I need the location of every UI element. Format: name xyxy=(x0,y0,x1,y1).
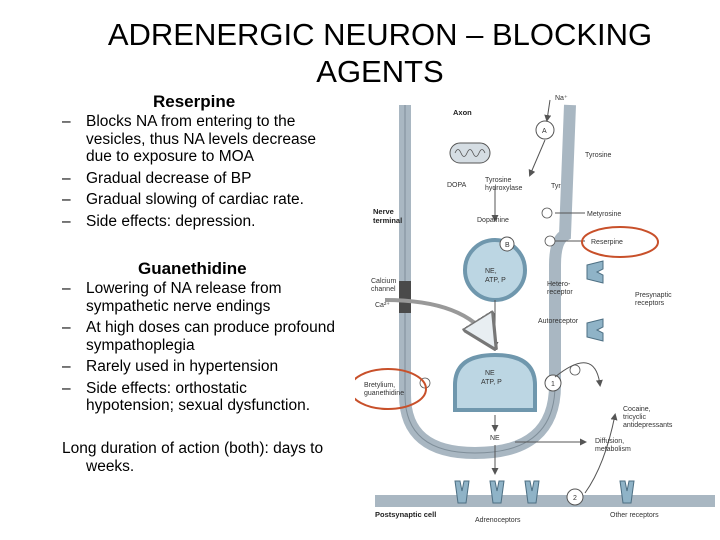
nerve-terminal-label: Nerve terminal xyxy=(373,207,402,225)
postsynaptic-cell-label: Postsynaptic cell xyxy=(375,510,436,519)
dopamine-label: Dopamine xyxy=(477,217,509,224)
tyr-label: Tyr xyxy=(551,183,561,190)
adrenoceptors-label: Adrenoceptors xyxy=(475,517,521,524)
transporter-2 xyxy=(566,488,584,506)
list-item: –Rarely used in hypertension xyxy=(62,358,279,375)
list-item: –Gradual decrease of BP xyxy=(62,169,252,187)
duration-note-line: weeks. xyxy=(86,458,135,475)
calcium-ion-label: Ca²⁺ xyxy=(375,302,390,309)
bullet-line: vesicles, thus NA levels decrease xyxy=(86,130,317,148)
postsynaptic-membrane xyxy=(375,495,715,507)
bullet-line: Rarely used in hypertension xyxy=(86,358,279,375)
list-item: – Side effects: orthostatic hypotension;… xyxy=(62,379,311,415)
calcium-influx-arrow xyxy=(384,298,490,340)
calcium-channel xyxy=(399,281,411,313)
list-item: – Blocks NA from entering to the vesicle… xyxy=(62,113,317,165)
cocaine-label: Cocaine, tricyclic antidepressants xyxy=(623,406,673,429)
autoreceptor-label: Autoreceptor xyxy=(538,318,579,325)
inhibition-icon xyxy=(544,235,556,247)
guanethidine-list: – Lowering of NA release from sympatheti… xyxy=(62,280,335,419)
site-a-label: A xyxy=(542,128,547,135)
transporter-b xyxy=(499,236,515,252)
sodium-label: Na⁺ xyxy=(555,95,568,102)
guanethidine-heading: Guanethidine xyxy=(138,259,247,278)
bullet-line: Side effects: depression. xyxy=(86,212,256,230)
presynaptic-receptors-label: Presynaptic receptors xyxy=(635,292,674,307)
inhibition-icon xyxy=(541,207,553,219)
presynaptic-receptor xyxy=(586,260,604,342)
duration-note: Long duration of action (both): days to … xyxy=(62,440,382,476)
list-item: – At high doses can produce profound sym… xyxy=(62,319,336,354)
bullet-line: hypotension; sexual dysfunction. xyxy=(86,397,311,414)
site-b-label: B xyxy=(505,242,510,249)
bullet-line: Gradual decrease of BP xyxy=(86,169,252,187)
bullet-line: Blocks NA from entering to the xyxy=(86,113,296,130)
slide-title: ADRENERGIC NEURON – BLOCKING AGENTS xyxy=(107,17,653,89)
mitochondrion xyxy=(449,142,491,164)
transporter-1 xyxy=(544,374,562,392)
bullet-line: sympathetic nerve endings xyxy=(86,297,271,315)
metyrosine-label: Metyrosine xyxy=(587,211,621,218)
dopa-label: DOPA xyxy=(447,182,467,189)
list-item: – Lowering of NA release from sympatheti… xyxy=(62,280,282,315)
axon-label: Axon xyxy=(453,108,472,117)
vesicle-contents-label: NE ATP, P xyxy=(481,370,502,386)
list-item: –Side effects: depression. xyxy=(62,212,256,230)
bullet-line: Gradual slowing of cardiac rate. xyxy=(86,191,304,208)
bullet-line: due to exposure to MOA xyxy=(86,148,255,165)
diffusion-label: Diffusion, metabolism xyxy=(595,438,631,453)
tyrosine-label: Tyrosine xyxy=(585,152,612,159)
ne-label: NE xyxy=(490,435,500,442)
other-receptors-label: Other receptors xyxy=(610,512,659,519)
reserpine-list: – Blocks NA from entering to the vesicle… xyxy=(62,113,316,234)
adrenoceptor xyxy=(454,480,635,504)
bretylium-label: Bretylium, guanethidine xyxy=(364,382,404,397)
bullet-line: Lowering of NA release from xyxy=(86,280,282,297)
bretylium-highlight-circle xyxy=(355,368,427,410)
vesicle-contents-label: NE, ATP, P xyxy=(485,268,506,284)
reserpine-heading: Reserpine xyxy=(153,92,236,111)
bullet-line: Side effects: orthostatic xyxy=(86,379,247,397)
calcium-channel-label: Calcium channel xyxy=(371,278,398,293)
reserpine-label: Reserpine xyxy=(591,239,623,246)
heteroreceptor-label: Hetero- receptor xyxy=(547,281,573,296)
duration-note-line: Long duration of action (both): days to xyxy=(62,440,324,457)
site-2-label: 2 xyxy=(573,495,577,502)
bullet-line: At high doses can produce profound xyxy=(86,319,336,336)
bullet-line: sympathoplegia xyxy=(86,336,195,354)
tyrosine-hydroxylase-label: Tyrosine hydroxylase xyxy=(485,177,522,192)
adrenergic-neuron-diagram: Axon Na⁺ A Tyrosine Tyr Tyrosine hydroxy… xyxy=(355,85,720,540)
site-1-label: 1 xyxy=(551,381,555,388)
fusing-vesicle xyxy=(453,352,537,412)
reserpine-highlight-circle xyxy=(581,226,659,258)
list-item: –Gradual slowing of cardiac rate. xyxy=(62,191,304,208)
